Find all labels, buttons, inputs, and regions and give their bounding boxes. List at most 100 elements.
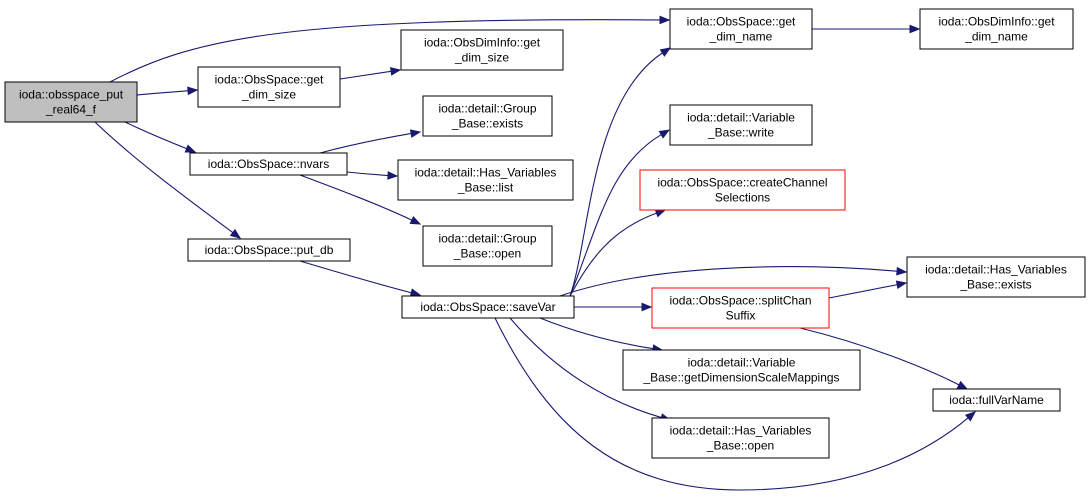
edge-arrowhead [658,129,671,139]
edge-nvars-to-hvlist [346,171,399,180]
node-getdimsize[interactable]: ioda::ObsSpace::get_dim_size [197,66,341,108]
node-box[interactable] [669,8,813,50]
node-gopen[interactable]: ioda::detail::Group_Base::open [422,225,553,267]
node-label-line: ioda::ObsSpace::get [215,73,324,87]
node-label-line: ioda::detail::Has_Variables [670,424,812,438]
node-label-line: _Base::exists [451,117,523,131]
node-box[interactable] [932,388,1061,412]
node-box[interactable] [197,66,341,108]
node-box[interactable] [651,287,830,329]
node-label-line: ioda::detail::Has_Variables [415,166,557,180]
node-box[interactable] [422,225,553,267]
node-label-line: ioda::fullVarName [949,393,1044,407]
edge-line [299,174,414,222]
node-label-line: ioda::detail::Variable [688,356,796,370]
node-box[interactable] [400,29,564,71]
node-label-line: ioda::ObsSpace::nvars [208,157,329,171]
node-label-line: Selections [715,191,770,205]
edge-root-to-putdb [94,121,242,239]
edge-nvars-to-gexists [319,129,422,154]
node-box[interactable] [651,417,830,459]
edge-arrowhead [909,24,921,34]
edge-savevar-to-vwrite [569,129,671,297]
edge-arrowhead [896,266,908,276]
edge-arrowhead [659,47,672,57]
node-hvlist[interactable]: ioda::detail::Has_Variables_Base::list [397,159,574,201]
edge-splitchan-to-hvexists [828,280,908,299]
node-gexists[interactable]: ioda::detail::Group_Base::exists [422,95,553,137]
node-vwrite[interactable]: ioda::detail::Variable_Base::write [669,104,813,146]
node-label-line: _dim_name [964,30,1028,44]
node-savevar[interactable]: ioda::ObsSpace::saveVar [401,295,575,319]
node-box[interactable] [622,349,861,391]
node-box[interactable] [422,95,553,137]
edge-root-to-getdimname [109,15,671,83]
node-label-line: _Base::write [707,126,774,140]
edge-arrowhead [409,129,422,138]
node-label-line: ioda::obsspace_put [19,88,124,102]
node-box[interactable] [401,295,575,319]
edge-arrowhead [895,280,908,290]
edge-line [109,19,662,83]
edge-nvars-to-gopen [299,174,422,225]
node-dimname[interactable]: ioda::ObsDimInfo::get_dim_name [919,8,1074,50]
edge-arrowhead [229,228,242,239]
node-box[interactable] [906,256,1086,298]
node-box[interactable] [669,104,813,146]
node-box[interactable] [4,81,138,123]
edge-arrowhead [964,411,977,422]
node-getdsm[interactable]: ioda::detail::Variable_Base::getDimensio… [622,349,861,391]
edge-line [799,327,961,386]
edge-line [136,90,190,96]
node-label-line: ioda::ObsDimInfo::get [938,15,1055,29]
edge-arrowhead [654,209,667,218]
edges-layer [94,15,977,491]
edge-line [299,260,413,294]
edge-line [346,171,390,177]
node-label-line: _dim_size [454,51,509,65]
node-fullvar[interactable]: ioda::fullVarName [932,388,1061,412]
node-box[interactable] [187,238,351,262]
edge-line [124,121,188,150]
node-root[interactable]: ioda::obsspace_put_real64_f [4,81,138,123]
node-label-line: ioda::ObsSpace::splitChan [669,294,811,308]
edge-savevar-to-splitchan [573,302,653,312]
node-label-line: ioda::ObsSpace::createChannel [657,176,827,190]
edge-line [319,132,413,154]
edge-savevar-to-hvexists [559,266,908,297]
edge-line [569,51,664,297]
edge-line [339,70,393,80]
node-dimsize[interactable]: ioda::ObsDimInfo::get_dim_size [400,29,564,71]
node-putdb[interactable]: ioda::ObsSpace::put_db [187,238,351,262]
edge-line [569,212,658,297]
node-box[interactable] [919,8,1074,50]
node-box[interactable] [189,152,348,176]
node-hvexists[interactable]: ioda::detail::Has_Variables_Base::exists [906,256,1086,298]
node-label-line: _Base::exists [959,278,1031,292]
edge-line [828,283,899,299]
node-label-line: _Base::list [457,181,514,195]
node-label-line: ioda::ObsSpace::get [687,15,796,29]
edge-line [494,317,970,491]
edge-arrowhead [409,288,422,297]
node-getdimname[interactable]: ioda::ObsSpace::get_dim_name [669,8,813,50]
edge-splitchan-to-fullvar [799,327,969,390]
node-hvopen[interactable]: ioda::detail::Has_Variables_Base::open [651,417,830,459]
node-box[interactable] [639,169,846,211]
edge-getdimsize-to-dimsize [339,67,402,80]
node-label-line: _dim_name [709,30,773,44]
edge-arrowhead [409,216,422,225]
edge-arrowhead [184,144,197,153]
edge-arrowhead [187,86,199,96]
nodes-layer: ioda::obsspace_put_real64_fioda::ObsSpac… [4,8,1086,459]
node-label-line: ioda::ObsSpace::saveVar [420,300,555,314]
node-label-line: ioda::detail::Group [438,102,536,116]
node-nvars[interactable]: ioda::ObsSpace::nvars [189,152,348,176]
edge-root-to-getdimsize [136,86,199,96]
node-label-line: _real64_f [45,103,97,117]
edge-line [509,317,663,419]
node-box[interactable] [397,159,574,201]
